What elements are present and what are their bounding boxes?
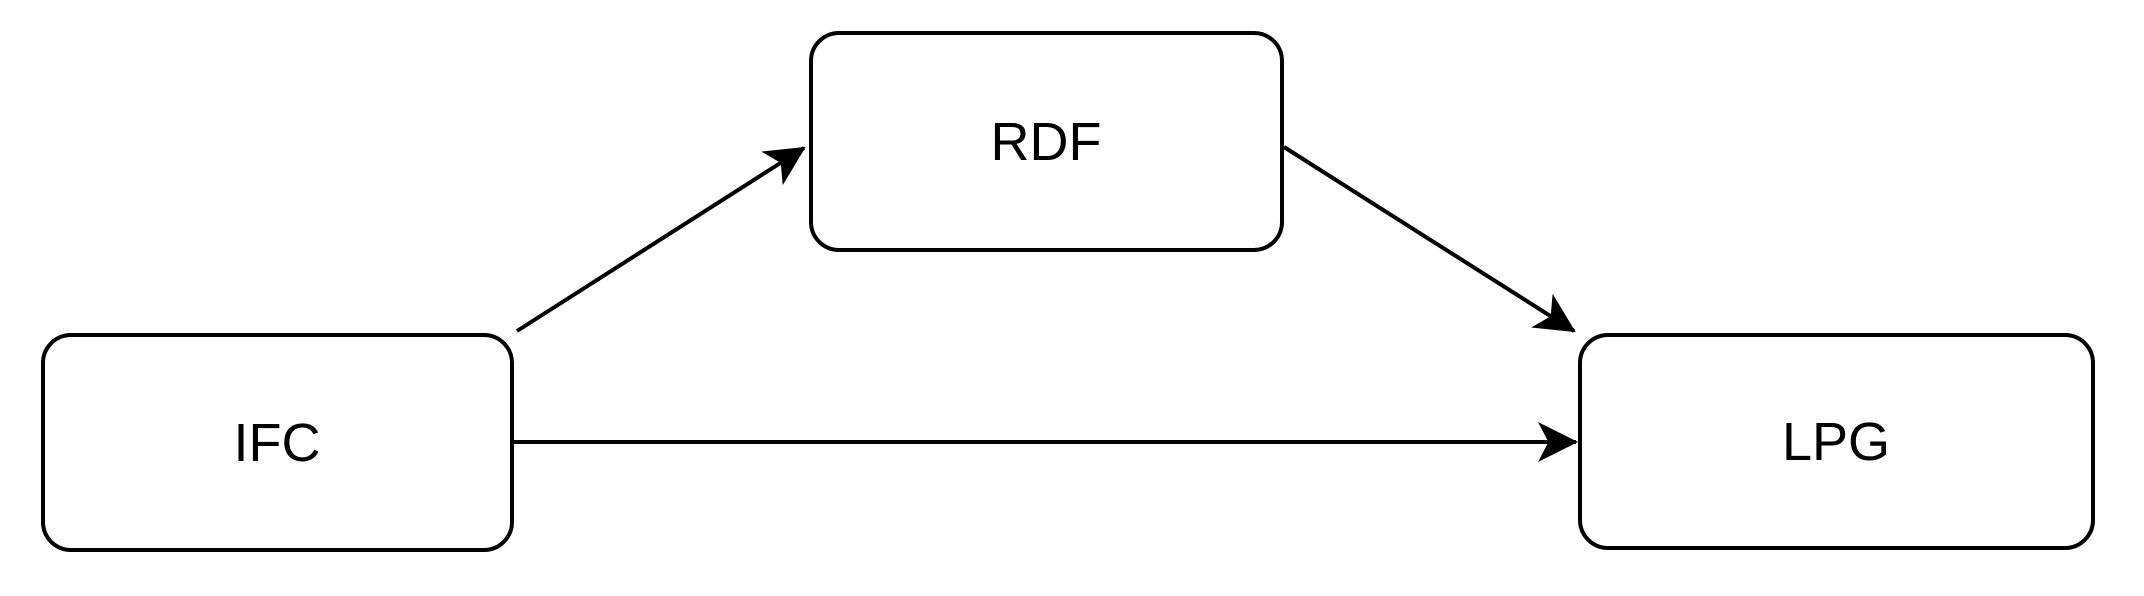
node-ifc: IFC bbox=[41, 333, 514, 552]
node-rdf-label: RDF bbox=[991, 112, 1102, 172]
node-ifc-label: IFC bbox=[234, 413, 321, 473]
node-rdf-box bbox=[809, 31, 1284, 252]
node-lpg-label: LPG bbox=[1782, 412, 1890, 472]
edge-ifc-to-rdf bbox=[515, 146, 806, 333]
node-rdf: RDF bbox=[809, 31, 1284, 252]
node-ifc-box bbox=[41, 333, 514, 552]
node-lpg: LPG bbox=[1578, 333, 2095, 550]
node-lpg-box bbox=[1578, 333, 2095, 550]
edge-rdf-to-lpg bbox=[1282, 145, 1576, 333]
